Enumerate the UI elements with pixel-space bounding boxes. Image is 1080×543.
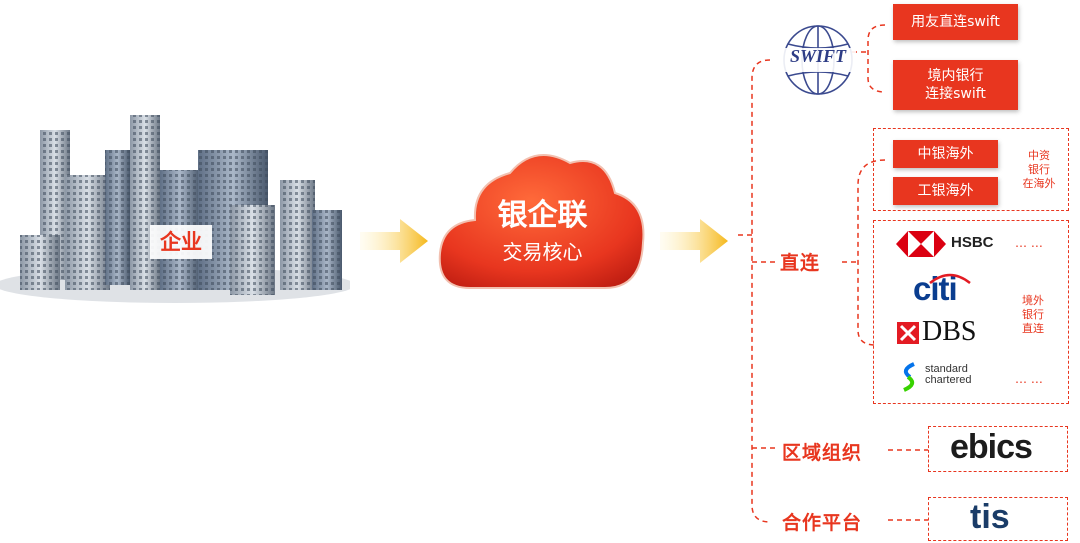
enterprise-buildings-image [0,115,350,303]
standard-chartered-logo: standard chartered [925,363,972,386]
bank-boc-overseas: 中银海外 [893,140,998,168]
enterprise-label: 企业 [150,225,212,259]
tis-logo: tis [970,498,1010,536]
category-partner: 合作平台 [782,512,863,534]
hsbc-logo: HSBC [951,234,994,251]
chinese-banks-note: 中资 银行 在海外 [1022,149,1056,190]
partner-box [928,497,1068,541]
swift-option-yonyou: 用友直连swift [893,4,1018,40]
foreign-banks-note: 境外 银行 直连 [1022,294,1044,335]
category-direct: 直连 [780,252,821,274]
chinese-banks-box [873,128,1069,211]
bank-icbc-overseas: 工银海外 [893,177,998,205]
arrow-to-channels [660,219,728,263]
dbs-star-icon [897,322,919,344]
standard-chartered-icon [903,362,915,392]
core-title: 银企联 [497,198,588,233]
core-cloud-shape [438,154,645,289]
swift-option-domestic: 境内银行 连接swift [893,60,1018,110]
category-regional: 区域组织 [782,442,863,464]
swift-globe-icon [780,25,856,95]
hsbc-ellipsis: … … [1015,236,1043,250]
ebics-logo: ebics [950,428,1033,466]
hsbc-hexagon-icon [896,231,946,257]
sc-ellipsis: … … [1015,372,1043,386]
citi-arc-icon [929,273,971,284]
swift-logo-text: SWIFT [789,46,847,66]
regional-box [928,426,1068,472]
core-subtitle: 交易核心 [502,240,583,264]
foreign-banks-box [873,220,1069,404]
arrow-to-core [360,219,428,263]
dbs-logo: DBS [922,316,977,347]
